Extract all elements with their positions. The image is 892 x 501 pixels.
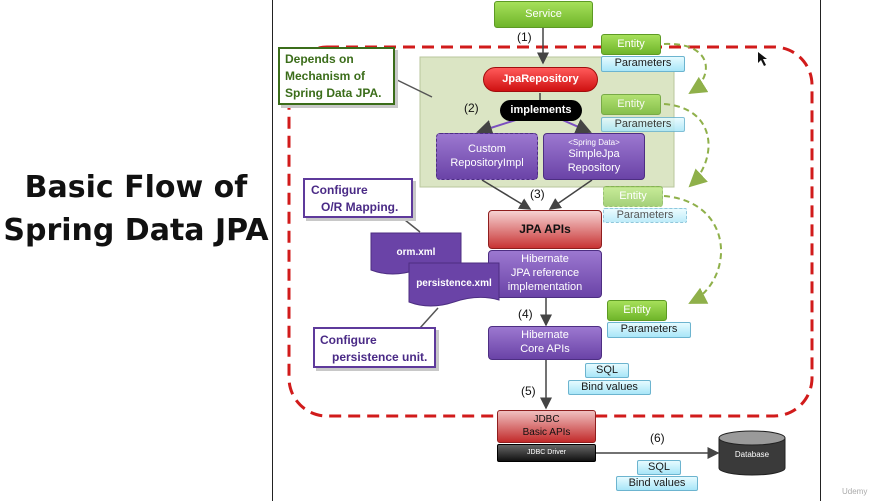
slide-title-line2: Spring Data JPA bbox=[3, 213, 269, 248]
step-5-label: (5) bbox=[521, 384, 536, 398]
implements-box: implements bbox=[500, 100, 582, 121]
hibernate-ref-line2: JPA reference bbox=[510, 267, 580, 280]
cursor-icon bbox=[758, 52, 767, 66]
bind-values-box-2: Bind values bbox=[616, 476, 698, 491]
simple-jpa-repository-box: <Spring Data> SimpleJpa Repository bbox=[543, 133, 645, 180]
depends-note-line3: Spring Data JPA. bbox=[285, 86, 382, 100]
depends-note-line2: Mechanism of bbox=[285, 69, 366, 83]
simple-jpa-line1: SimpleJpa bbox=[568, 147, 620, 160]
custom-impl-line2: RepositoryImpl bbox=[450, 156, 524, 169]
jdbc-basic-apis-box: JDBC Basic APIs bbox=[497, 410, 596, 443]
entity-box-3: Entity bbox=[603, 186, 663, 207]
hibernate-ref-line1: Hibernate bbox=[521, 253, 569, 266]
step-2-label: (2) bbox=[464, 101, 479, 115]
persistence-xml-label: persistence.xml bbox=[416, 277, 492, 289]
parameters-box-2: Parameters bbox=[601, 117, 685, 132]
custom-repository-impl-box: Custom RepositoryImpl bbox=[436, 133, 538, 180]
service-box: Service bbox=[494, 1, 593, 28]
orm-note-line1: Configure bbox=[311, 183, 368, 197]
orm-xml-label: orm.xml bbox=[396, 246, 436, 258]
parameters-box-3: Parameters bbox=[603, 208, 687, 223]
depends-note-line1: Depends on bbox=[285, 52, 354, 66]
database-cylinder: Database bbox=[718, 430, 786, 476]
entity-box-1: Entity bbox=[601, 34, 661, 55]
left-divider bbox=[272, 0, 273, 501]
simple-jpa-tag: <Spring Data> bbox=[568, 137, 620, 147]
entity-box-2: Entity bbox=[601, 94, 661, 115]
simple-jpa-line2: Repository bbox=[567, 161, 621, 174]
orm-note: Configure O/R Mapping. bbox=[303, 178, 413, 218]
hibernate-core-line1: Hibernate bbox=[521, 329, 569, 342]
depends-note: Depends on Mechanism of Spring Data JPA. bbox=[278, 47, 395, 105]
slide-title-line1: Basic Flow of bbox=[24, 170, 248, 205]
step-6-label: (6) bbox=[650, 431, 665, 445]
jpa-repository-box: JpaRepository bbox=[483, 67, 598, 92]
bind-values-box-1: Bind values bbox=[568, 380, 651, 395]
step-4-label: (4) bbox=[518, 307, 533, 321]
spring-data-boundary bbox=[287, 45, 814, 418]
step-1-label: (1) bbox=[517, 30, 532, 44]
udemy-watermark: Udemy bbox=[842, 487, 868, 496]
hibernate-jpa-ref-box: Hibernate JPA reference implementation bbox=[488, 250, 602, 298]
parameters-box-1: Parameters bbox=[601, 56, 685, 72]
hibernate-ref-line3: implementation bbox=[507, 280, 583, 293]
sql-box-1: SQL bbox=[585, 363, 629, 378]
persistence-note: Configure persistence unit. bbox=[313, 327, 436, 368]
custom-impl-line1: Custom bbox=[468, 142, 506, 155]
jdbc-basic-line1: JDBC bbox=[533, 414, 560, 425]
parameters-box-4: Parameters bbox=[607, 322, 691, 338]
entity-box-4: Entity bbox=[607, 300, 667, 321]
orm-note-line2: O/R Mapping. bbox=[321, 200, 399, 214]
hibernate-core-apis-box: Hibernate Core APIs bbox=[488, 326, 602, 360]
persistence-xml-document: persistence.xml bbox=[408, 262, 500, 310]
jdbc-driver-box: JDBC Driver bbox=[497, 444, 596, 462]
jpa-apis-box: JPA APIs bbox=[488, 210, 602, 249]
jdbc-basic-line2: Basic APIs bbox=[522, 426, 571, 438]
right-divider bbox=[820, 0, 821, 501]
step-3-label: (3) bbox=[530, 187, 545, 201]
hibernate-core-line2: Core APIs bbox=[520, 343, 570, 355]
persistence-note-line1: Configure bbox=[320, 333, 377, 347]
sql-box-2: SQL bbox=[637, 460, 681, 475]
persistence-note-line2: persistence unit. bbox=[332, 350, 428, 364]
database-label: Database bbox=[734, 450, 770, 459]
